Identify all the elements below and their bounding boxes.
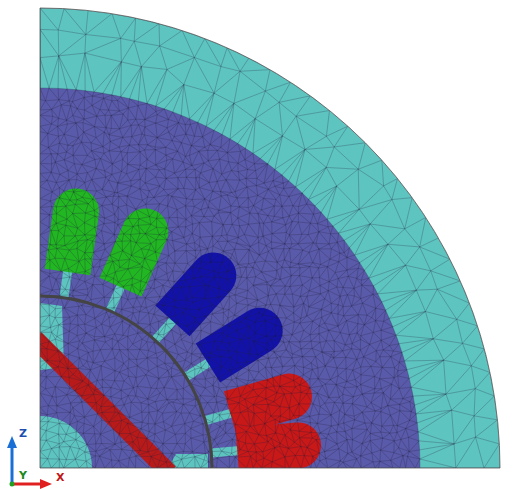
- y-axis-label: Y: [18, 470, 28, 482]
- coil-slot: [100, 208, 169, 296]
- model-outline: [40, 8, 500, 468]
- x-axis-head: [40, 479, 52, 489]
- mesh-lines: [40, 8, 500, 468]
- z-axis-head: [7, 436, 17, 448]
- z-axis-arrow: [11, 446, 14, 484]
- x-axis-arrow: [12, 483, 42, 486]
- air-gap: [40, 296, 212, 468]
- x-axis-label: X: [55, 472, 65, 484]
- z-axis-label: Z: [18, 428, 28, 440]
- rotor-core: [40, 298, 210, 468]
- outer-air: [40, 8, 500, 468]
- y-axis-dot: [10, 482, 15, 487]
